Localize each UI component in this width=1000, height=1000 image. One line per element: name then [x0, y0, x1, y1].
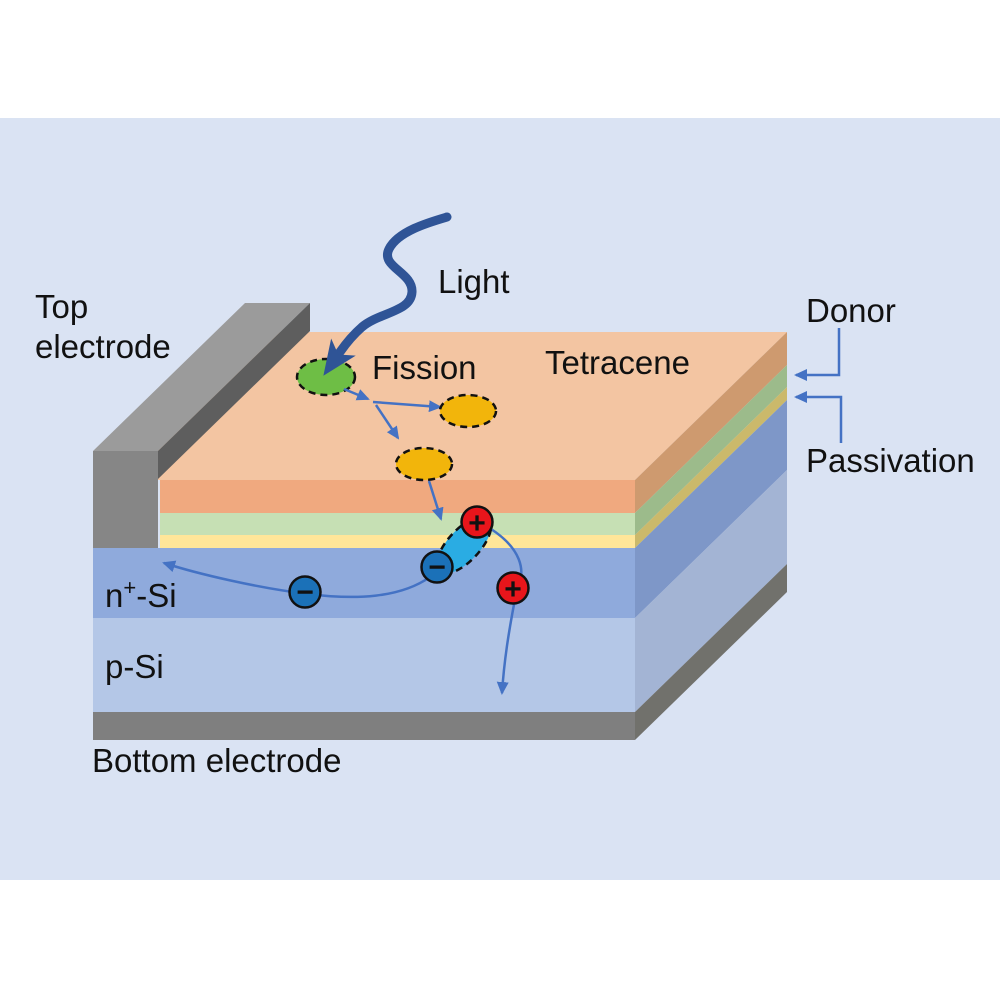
- light-label: Light: [438, 263, 510, 300]
- n-si-label-base: n: [105, 577, 123, 614]
- triplet-exciton-ellipse-2: [394, 446, 454, 482]
- donor-label: Donor: [806, 292, 896, 329]
- n-si-label-rest: -Si: [136, 577, 176, 614]
- hole-circle-1: [460, 505, 494, 539]
- n-si-side-face: [635, 400, 787, 618]
- donor-pointer-arrow: [794, 328, 841, 381]
- electron-minus-sign-2: −: [296, 576, 314, 609]
- tetracene-front-face: [160, 480, 635, 513]
- passivation-pointer-arrow: [794, 391, 843, 443]
- hole-plus-sign-1: +: [468, 507, 486, 540]
- bottom-electrode-side-face: [635, 564, 787, 740]
- top-electrode-side-face: [158, 303, 310, 479]
- labels: Top electrode Light Fission Tetracene Do…: [35, 263, 975, 779]
- light-wavy-arrow: [323, 212, 452, 376]
- passivation-front-face: [160, 535, 635, 548]
- fission-label: Fission: [372, 349, 477, 386]
- top-electrode-top-face: [93, 303, 310, 451]
- top-electrode-label-line2: electrode: [35, 328, 171, 365]
- tetracene-label: Tetracene: [545, 344, 690, 381]
- p-si-front-face: [93, 618, 635, 712]
- donor-front-face: [160, 513, 635, 535]
- n-si-label-superscript: +: [123, 575, 136, 600]
- p-si-label: p-Si: [105, 648, 164, 685]
- electron-minus-sign-1: −: [428, 551, 446, 584]
- hole-circle-2: [496, 571, 530, 605]
- hole-plus-sign-2: +: [504, 573, 522, 606]
- n-si-label: n+-Si: [105, 575, 177, 614]
- top-electrode-label-line1: Top: [35, 288, 88, 325]
- n-si-front-face: [93, 548, 635, 618]
- tetracene-side-face: [635, 332, 787, 513]
- fission-arrow-start: [343, 387, 370, 401]
- fission-arrow-down: [374, 404, 400, 440]
- p-si-side-face: [635, 470, 787, 712]
- bottom-electrode-front-face: [93, 712, 635, 740]
- triplet-exciton-ellipse-1: [438, 393, 498, 429]
- bottom-electrode-label: Bottom electrode: [92, 742, 341, 779]
- fission-arrow-right: [372, 400, 442, 413]
- electron-circle-1: [420, 550, 454, 584]
- passivation-label: Passivation: [806, 442, 975, 479]
- top-electrode-front-face: [93, 451, 158, 548]
- charge-carriers: − − + +: [288, 505, 530, 609]
- electron-circle-2: [288, 575, 322, 609]
- triplet-transfer-arrow: [427, 480, 444, 521]
- passivation-side-face: [635, 387, 787, 548]
- donor-side-face: [635, 365, 787, 535]
